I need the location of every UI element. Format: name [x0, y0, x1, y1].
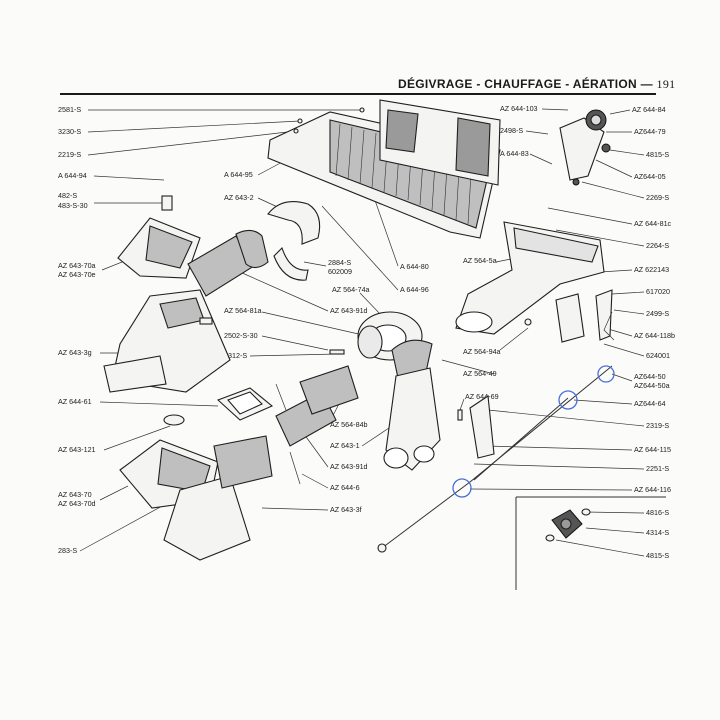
- label-az644-116: AZ 644-116: [634, 485, 671, 494]
- label-a644-94: A 644-94: [58, 171, 87, 180]
- air-intake-duct: [455, 221, 605, 335]
- label-az643-3f: AZ 643-3f: [330, 505, 362, 514]
- label-az644-50a: AZ644-50a: [634, 381, 670, 390]
- page-header: DÉGIVRAGE - CHAUFFAGE - AÉRATION — 191: [398, 77, 675, 95]
- label-2269-s: 2269-S: [646, 193, 669, 202]
- label-az644-6: AZ 644-6: [330, 483, 360, 492]
- label-az644-103: AZ 644-103: [500, 104, 538, 113]
- left-labels: 2581-S 3230-S 2219-S A 644-94 482-S 483-…: [58, 105, 362, 555]
- label-602009: 602009: [328, 267, 352, 276]
- bracket-assembly: [555, 289, 615, 343]
- label-az644-118b: AZ 644-118b: [634, 331, 675, 340]
- label-az564-81a: AZ 564-81a: [224, 306, 262, 315]
- label-2251-s: 2251-S: [646, 464, 669, 473]
- label-617020: 617020: [646, 287, 670, 296]
- label-az564-84b: AZ 564-84b: [330, 420, 368, 429]
- label-482-s: 482-S: [58, 191, 77, 200]
- label-3230-s: 3230-S: [58, 127, 81, 136]
- label-2219-s: 2219-S: [58, 150, 81, 159]
- label-az644-64: AZ644-64: [634, 399, 666, 408]
- label-a644-80: A 644-80: [400, 262, 429, 271]
- flexible-hose-lower: [275, 365, 359, 447]
- defroster-grille: [267, 99, 501, 239]
- label-2312-s: 2312-S: [224, 351, 247, 360]
- right-labels: AZ 644-103 2498-S A 644-83 AZ 644-84 AZ6…: [469, 104, 675, 560]
- label-2884-s: 2884-S: [328, 258, 351, 267]
- center-duct: [383, 339, 441, 471]
- label-2264-s: 2264-S: [646, 241, 669, 250]
- lower-duct-left: [103, 289, 231, 393]
- label-az644-05: AZ644-05: [634, 172, 666, 181]
- label-a644-83: A 644-83: [500, 149, 529, 158]
- label-az644-81c: AZ 644-81c: [634, 219, 672, 228]
- label-4314-s: 4314-S: [646, 528, 669, 537]
- heater-box-bottom: [119, 435, 273, 561]
- label-az643-91d-bottom: AZ 643-91d: [330, 462, 368, 471]
- label-az564-74a: AZ 564-74a: [332, 285, 370, 294]
- label-az644-61: AZ 644-61: [58, 397, 92, 406]
- section-title: DÉGIVRAGE - CHAUFFAGE - AÉRATION —: [398, 77, 653, 91]
- label-az643-70d: AZ 643-70d: [58, 499, 96, 508]
- gasket: [216, 387, 274, 421]
- highlight-markers: [452, 365, 615, 498]
- label-4816-s: 4816-S: [646, 508, 669, 517]
- label-az643-70e: AZ 643-70e: [58, 270, 96, 279]
- label-az643-1: AZ 643-1: [330, 441, 360, 450]
- label-2319-s: 2319-S: [646, 421, 669, 430]
- label-483-s-30: 483-S-30: [58, 201, 88, 210]
- washer: [163, 414, 185, 426]
- label-az644-79: AZ644-79: [634, 127, 666, 136]
- label-az644-84: AZ 644-84: [632, 105, 666, 114]
- control-cables: [377, 365, 613, 553]
- label-az564-49: AZ 564-49: [463, 369, 497, 378]
- highlight-circle-3: [452, 478, 472, 498]
- elbow-pipe: [267, 201, 321, 281]
- label-az644-50: AZ644-50: [634, 372, 666, 381]
- label-2581-s: 2581-S: [58, 105, 81, 114]
- label-2502-s-30: 2502-S-30: [224, 331, 258, 340]
- label-2499-s: 2499-S: [646, 309, 669, 318]
- label-az644-115: AZ 644-115: [634, 445, 671, 454]
- label-az644-69: AZ 644-69: [465, 392, 499, 401]
- page-number: 191: [656, 77, 676, 91]
- inset-frame: [515, 496, 666, 590]
- label-283-s: 283-S: [58, 546, 77, 555]
- label-az564-94a: AZ 564-94a: [463, 347, 501, 356]
- label-a644-95: A 644-95: [224, 170, 253, 179]
- label-az622143: AZ 622143: [634, 265, 669, 274]
- highlight-circle-2: [558, 390, 578, 410]
- heater-box-top: [117, 195, 201, 279]
- label-az643-91d-top: AZ 643-91d: [330, 306, 368, 315]
- knob-assembly: [545, 508, 591, 542]
- label-az643-70: AZ 643-70: [58, 490, 92, 499]
- fasteners: [199, 107, 532, 485]
- label-az643-70a: AZ 643-70a: [58, 261, 96, 270]
- label-2498-s: 2498-S: [500, 126, 523, 135]
- label-624001: 624001: [646, 351, 670, 360]
- label-a644-96: A 644-96: [400, 285, 429, 294]
- label-az643-121: AZ 643-121: [58, 445, 96, 454]
- control-assembly: [559, 109, 611, 186]
- label-az643-2: AZ 643-2: [224, 193, 254, 202]
- label-az643-3g: AZ 643-3g: [58, 348, 92, 357]
- label-4815-s-top: 4815-S: [646, 150, 669, 159]
- flexible-hose-left: [187, 229, 269, 297]
- label-4815-s-bottom: 4815-S: [646, 551, 669, 560]
- header-rule: [60, 93, 656, 95]
- highlight-circle-1: [597, 365, 615, 383]
- label-az564-5a: AZ 564-5a: [463, 256, 497, 265]
